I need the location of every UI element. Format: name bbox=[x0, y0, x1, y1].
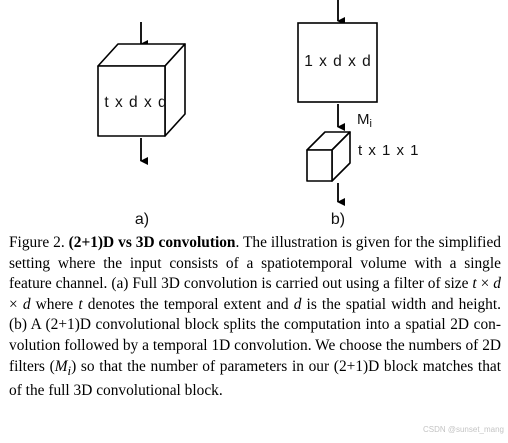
num-filters-label: Mi bbox=[357, 111, 372, 130]
var-d-1: d bbox=[493, 275, 501, 293]
figure-number: Figure 2. bbox=[9, 234, 65, 251]
temporal-filter-size-label: t x 1 x 1 bbox=[358, 142, 420, 159]
cube-3d-filter bbox=[97, 43, 186, 137]
watermark: CSDN @sunset_mang bbox=[422, 425, 504, 434]
var-i-subscript: i bbox=[67, 363, 72, 378]
var-t-2: t bbox=[78, 295, 83, 313]
times-sign-2: × bbox=[9, 295, 23, 313]
panel-a: t x d x d a) bbox=[97, 22, 186, 228]
times-sign-1: × bbox=[476, 275, 494, 293]
diagram-figure: t x d x d a) 1 x d x d Mi t x 1 x 1 b) bbox=[97, 0, 420, 228]
cube-size-label: t x d x d bbox=[104, 94, 167, 111]
var-d-3: d bbox=[293, 295, 302, 313]
panel-a-label: a) bbox=[135, 211, 149, 228]
caption-text-3: denotes the tem­poral extent and bbox=[82, 295, 294, 313]
caption-text-4: is the spatial width and height. (b) A (… bbox=[9, 295, 501, 375]
figure-caption: Figure 2. (2+1)D vs 3D convolution. The … bbox=[9, 233, 501, 402]
var-d-2: d bbox=[22, 295, 31, 313]
caption-text-2: where bbox=[30, 295, 79, 313]
figure-title: (2+1)D vs 3D convolution bbox=[68, 234, 236, 251]
spatial-filter-size-label: 1 x d x d bbox=[304, 53, 372, 70]
caption-text-5: ) so that the number of parameters in ou… bbox=[9, 357, 502, 400]
temporal-1d-filter bbox=[306, 131, 351, 182]
panel-b: 1 x d x d Mi t x 1 x 1 b) bbox=[297, 0, 420, 228]
caption-text-1: . The illustration is given for the simp… bbox=[9, 234, 501, 293]
var-M: M bbox=[54, 357, 68, 375]
panel-b-label: b) bbox=[331, 211, 345, 228]
spatial-2d-filter bbox=[297, 22, 378, 103]
var-t: t bbox=[472, 275, 477, 293]
